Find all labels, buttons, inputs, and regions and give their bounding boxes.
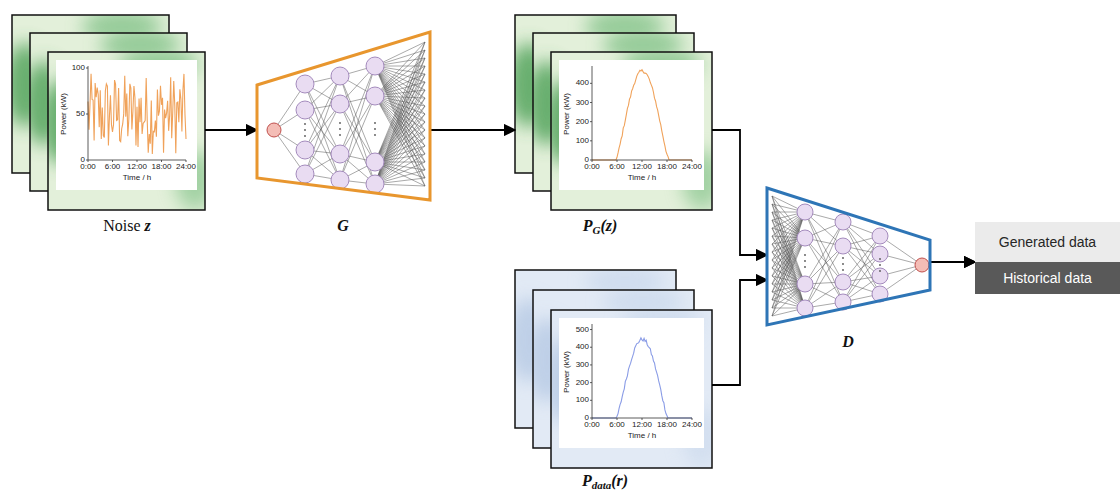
axis-tick: 18:00 — [657, 163, 677, 171]
caption: PG(z) — [583, 217, 618, 236]
axis-tick: 18:00 — [151, 163, 171, 171]
axis-title: Time / h — [628, 432, 657, 440]
image-stack: PG(z) — [515, 15, 712, 210]
discriminator-block: D — [767, 188, 930, 325]
axis-tick: 24:00 — [176, 163, 196, 171]
axis-tick: 100 — [576, 396, 589, 404]
axis-tick: 400 — [576, 343, 589, 351]
axis-tick: 24:00 — [682, 163, 702, 171]
axis-tick: 12:00 — [632, 421, 652, 429]
caption: Noise z — [103, 217, 151, 235]
axis-tick: 24:00 — [682, 421, 702, 429]
axis-title: Power (kW) — [60, 93, 68, 135]
box-label: Generated data — [999, 234, 1096, 250]
image-stack: Pdata(r) — [515, 270, 712, 468]
axis-tick: 6:00 — [609, 421, 625, 429]
axis-title: Power (kW) — [563, 351, 571, 393]
axis-tick: 0:00 — [584, 163, 600, 171]
neural-network — [267, 42, 425, 193]
axis-tick: 300 — [576, 99, 589, 107]
flow-arrow — [712, 130, 767, 255]
power-chart — [559, 318, 704, 448]
generator-block: G — [257, 32, 430, 200]
axis-tick: 6:00 — [105, 163, 121, 171]
axis-tick: 18:00 — [657, 421, 677, 429]
power-chart — [559, 60, 704, 190]
axis-tick: 12:00 — [127, 163, 147, 171]
axis-tick: 500 — [576, 326, 589, 334]
caption: D — [842, 333, 854, 351]
image-card — [543, 46, 722, 210]
flow-arrow — [930, 261, 975, 263]
axis-tick: 200 — [576, 118, 589, 126]
axis-title: Power (kW) — [563, 93, 571, 135]
flow-arrow — [205, 129, 257, 131]
axis-tick: 12:00 — [632, 163, 652, 171]
axis-tick: 100 — [72, 64, 85, 72]
flow-arrow — [430, 129, 515, 131]
box-label: Historical data — [1003, 270, 1092, 286]
axis-tick: 200 — [576, 379, 589, 387]
axis-tick: 6:00 — [609, 163, 625, 171]
axis-title: Time / h — [123, 174, 152, 182]
trapezoid-outline — [767, 188, 930, 325]
output-label-box: Generated data — [975, 222, 1120, 262]
flow-arrow — [712, 280, 767, 385]
axis-tick: 0:00 — [584, 421, 600, 429]
caption: G — [337, 217, 349, 235]
axis-tick: 0:00 — [80, 163, 96, 171]
flow-arrow — [930, 261, 975, 263]
image-card — [543, 304, 722, 468]
axis-tick: 50 — [76, 110, 85, 118]
image-card — [40, 46, 215, 210]
image-stack: Noise z — [12, 15, 205, 210]
axis-tick: 300 — [576, 361, 589, 369]
output-label-box: Historical data — [975, 262, 1120, 294]
caption: Pdata(r) — [582, 472, 628, 491]
axis-tick: 100 — [576, 137, 589, 145]
axis-title: Time / h — [628, 174, 657, 182]
axis-tick: 400 — [576, 79, 589, 87]
trapezoid-outline — [257, 32, 430, 200]
power-chart — [56, 60, 197, 190]
